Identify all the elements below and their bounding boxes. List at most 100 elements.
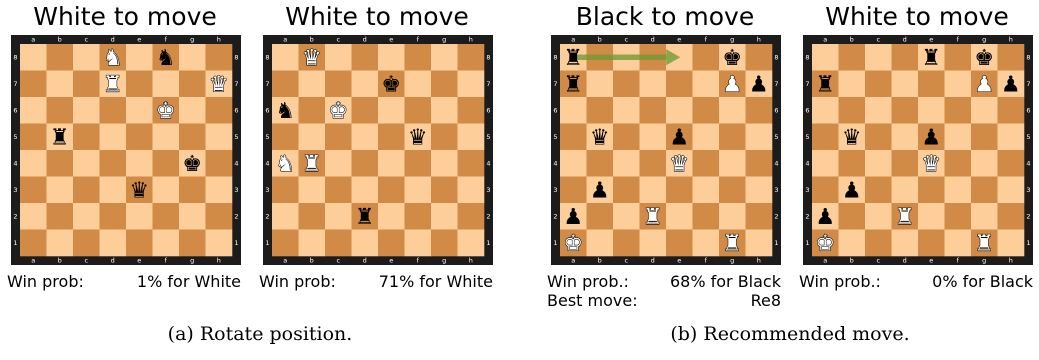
square-f1 [945,230,972,257]
square-a2 [20,203,47,230]
rank-label: 1 [553,239,557,247]
square-e4 [126,150,153,177]
square-a4 [812,150,839,177]
file-label: g [442,257,446,265]
white-rook-d2: ♜ [643,205,663,230]
black-knight-a6: ♞ [275,99,295,124]
square-c2 [73,203,100,230]
chess-board: aabbccddeeffgghh8877665544332211♛♚♞♚♛♞♜♜ [263,35,493,265]
square-h8 [746,44,773,71]
rank-label: 2 [486,213,490,221]
white-king-c6: ♚ [328,99,348,124]
black-knight-f8: ♞ [156,46,176,71]
square-g1 [431,230,458,257]
square-c7 [73,71,100,98]
file-label: g [730,257,734,265]
white-rook-d2: ♜ [895,205,915,230]
square-e7 [126,71,153,98]
square-f3 [153,177,180,204]
rank-label: 3 [486,186,490,194]
square-d4 [892,150,919,177]
square-d4 [640,150,667,177]
square-h6 [206,97,233,124]
white-king-a1: ♚ [563,231,583,256]
square-d4 [352,150,379,177]
file-label: c [624,257,628,265]
square-f7 [945,71,972,98]
file-label: b [850,36,854,44]
square-a5 [560,124,587,151]
rank-label: 8 [13,54,17,62]
square-c1 [865,230,892,257]
square-a5 [812,124,839,151]
square-e5 [378,124,405,151]
square-a3 [812,177,839,204]
white-king-f6: ♚ [156,99,176,124]
black-queen-b5: ♛ [590,125,610,150]
square-f2 [693,203,720,230]
square-f8 [405,44,432,71]
best-move-label: Best move: [547,291,638,311]
square-d4 [100,150,127,177]
rank-label: 2 [1026,213,1030,221]
chess-board: aabbccddeeffgghh8877665544332211♜♚♜♟♟♛♟♛… [803,35,1033,265]
black-king-g8: ♚ [974,46,994,71]
square-a6 [560,97,587,124]
rank-label: 7 [13,80,17,88]
rank-label: 6 [486,107,490,115]
rank-label: 5 [805,133,809,141]
square-b4 [587,150,614,177]
rank-label: 5 [265,133,269,141]
board-svg: aabbccddeeffgghh8877665544332211♜♚♜♟♟♛♟♛… [551,35,781,265]
square-f5 [693,124,720,151]
rank-label: 1 [486,239,490,247]
square-a3 [20,177,47,204]
square-a5 [20,124,47,151]
square-h5 [458,124,485,151]
square-h8 [458,44,485,71]
square-e7 [918,71,945,98]
file-label: e [389,257,393,265]
square-a3 [272,177,299,204]
rank-label: 2 [13,213,17,221]
square-g5 [971,124,998,151]
white-rook-d7: ♜ [103,72,123,97]
rank-label: 2 [234,213,238,221]
black-pawn-e5: ♟ [921,125,941,150]
square-c4 [865,150,892,177]
file-label: d [903,36,907,44]
square-c8 [865,44,892,71]
black-king-g8: ♚ [722,46,742,71]
square-h5 [998,124,1025,151]
square-c1 [613,230,640,257]
white-queen-e4: ♛ [921,152,941,177]
square-h8 [998,44,1025,71]
rank-label: 3 [1026,186,1030,194]
square-d8 [352,44,379,71]
square-b1 [299,230,326,257]
file-label: g [730,36,734,44]
black-queen-f5: ♛ [408,125,428,150]
rank-label: 4 [486,160,490,168]
rank-label: 6 [13,107,17,115]
square-a5 [272,124,299,151]
square-f3 [405,177,432,204]
square-f5 [945,124,972,151]
board-svg: aabbccddeeffgghh8877665544332211♛♚♞♚♛♞♜♜ [263,35,493,265]
file-label: g [190,36,194,44]
square-b2 [47,203,74,230]
square-a1 [272,230,299,257]
win-prob-row: Win prob: 1% for White [5,272,245,292]
square-a8 [272,44,299,71]
square-g3 [719,177,746,204]
square-h5 [746,124,773,151]
rank-label: 8 [774,54,778,62]
square-c7 [613,71,640,98]
square-f8 [945,44,972,71]
square-a7 [272,71,299,98]
file-label: a [823,36,827,44]
rank-label: 4 [13,160,17,168]
square-f4 [153,150,180,177]
